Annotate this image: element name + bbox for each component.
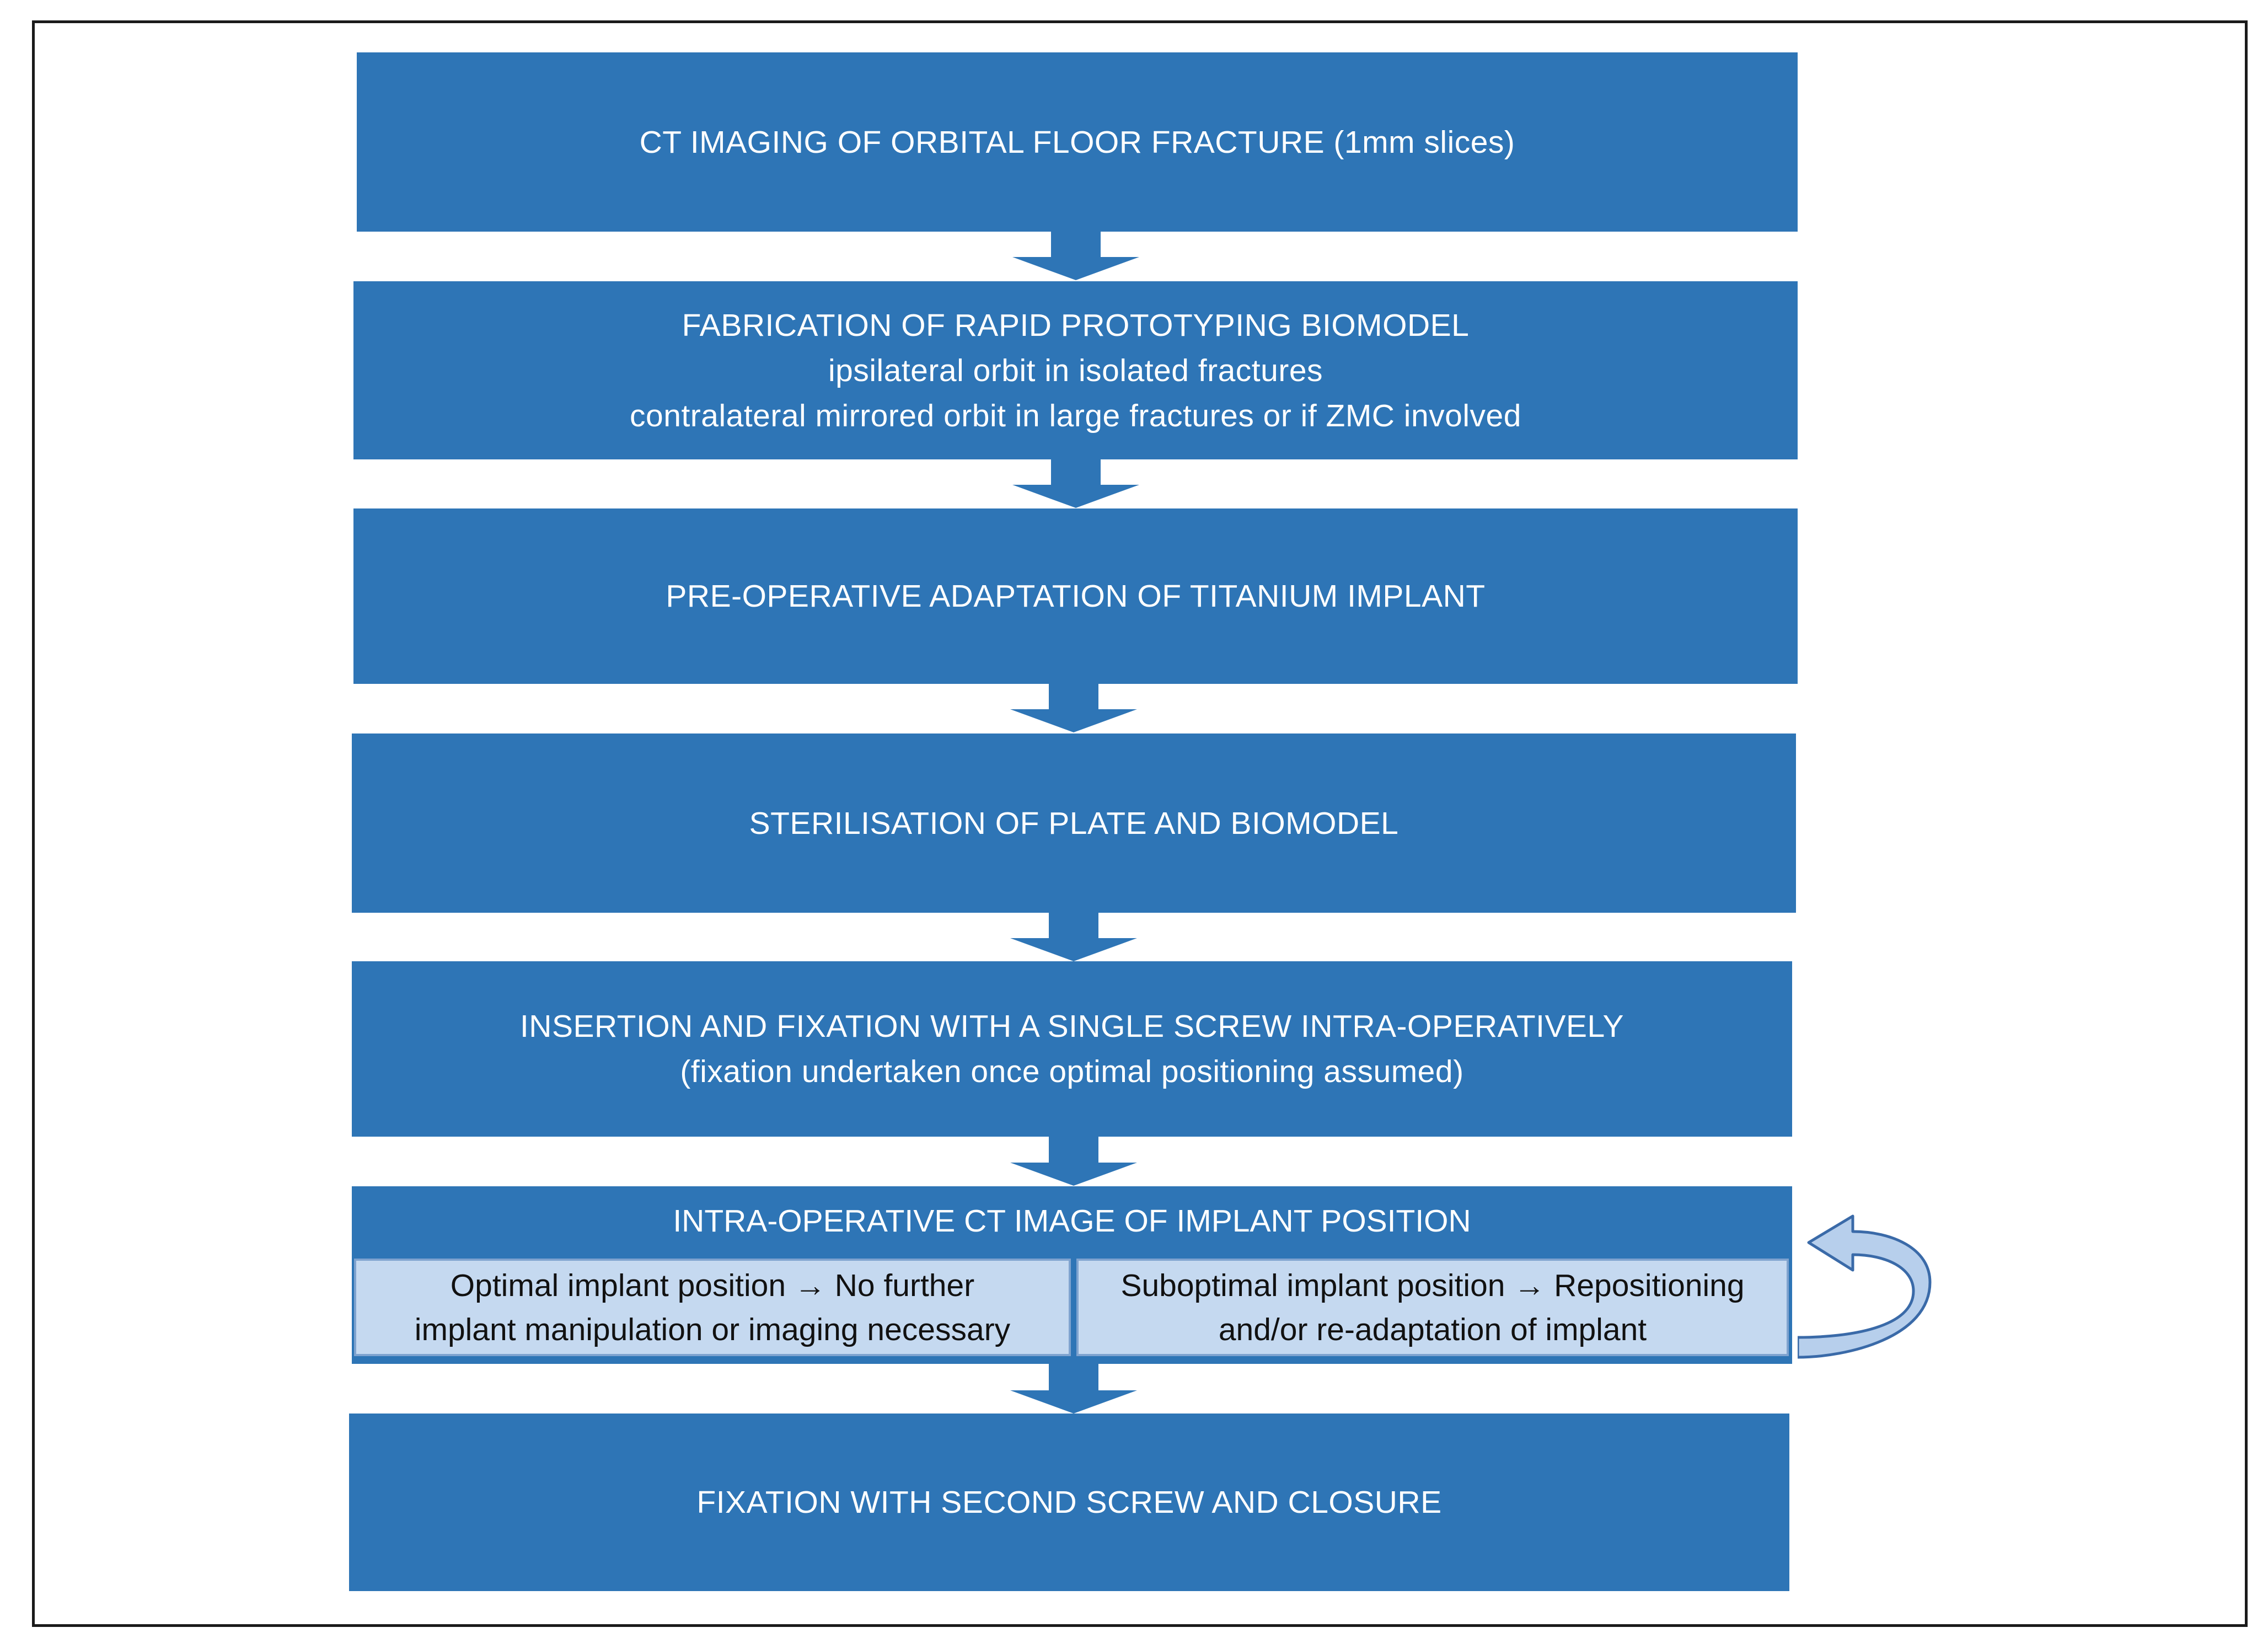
step-intraoperative-ct: INTRA-OPERATIVE CT IMAGE OF IMPLANT POSI… — [352, 1186, 1792, 1364]
step-biomodel-fabrication: FABRICATION OF RAPID PROTOTYPING BIOMODE… — [353, 281, 1798, 459]
flow-arrow-6 — [1010, 1364, 1137, 1414]
option-optimal-position: Optimal implant position → No further im… — [354, 1259, 1071, 1356]
step-implant-adaptation-line-1: PRE-OPERATIVE ADAPTATION OF TITANIUM IMP… — [666, 579, 1486, 614]
step-insertion-fixation-line-1: INSERTION AND FIXATION WITH A SINGLE SCR… — [519, 1009, 1624, 1044]
step-sterilisation-line-1: STERILISATION OF PLATE AND BIOMODEL — [749, 805, 1399, 841]
step-ct-imaging-line-1: CT IMAGING OF ORBITAL FLOOR FRACTURE (1m… — [639, 124, 1515, 160]
step-biomodel-fabrication-line-1: FABRICATION OF RAPID PROTOTYPING BIOMODE… — [682, 307, 1470, 343]
decision-title: INTRA-OPERATIVE CT IMAGE OF IMPLANT POSI… — [673, 1203, 1471, 1239]
flow-arrow-4 — [1010, 912, 1137, 961]
step-insertion-fixation-line-2: (fixation undertaken once optimal positi… — [680, 1054, 1464, 1089]
step-second-screw-closure: FIXATION WITH SECOND SCREW AND CLOSURE — [349, 1414, 1789, 1591]
step-second-screw-closure-line-1: FIXATION WITH SECOND SCREW AND CLOSURE — [696, 1485, 1442, 1520]
step-insertion-fixation: INSERTION AND FIXATION WITH A SINGLE SCR… — [352, 961, 1792, 1137]
step-ct-imaging: CT IMAGING OF ORBITAL FLOOR FRACTURE (1m… — [357, 52, 1798, 232]
flow-arrow-5 — [1010, 1136, 1137, 1186]
loop-back-arrow-icon — [1798, 1214, 1932, 1359]
step-implant-adaptation: PRE-OPERATIVE ADAPTATION OF TITANIUM IMP… — [353, 508, 1798, 684]
option-suboptimal-line-2: and/or re-adaptation of implant — [1218, 1311, 1647, 1347]
option-optimal-line-1: Optimal implant position → No further — [450, 1267, 975, 1303]
flow-arrow-1 — [1012, 231, 1139, 280]
flow-arrow-2 — [1012, 458, 1139, 508]
figure-frame — [32, 20, 2248, 1627]
option-suboptimal-position: Suboptimal implant position → Reposition… — [1076, 1259, 1789, 1356]
step-biomodel-fabrication-line-3: contralateral mirrored orbit in large fr… — [630, 398, 1521, 433]
flow-arrow-3 — [1010, 683, 1137, 732]
step-biomodel-fabrication-line-2: ipsilateral orbit in isolated fractures — [828, 352, 1323, 388]
option-optimal-line-2: implant manipulation or imaging necessar… — [414, 1311, 1011, 1347]
step-sterilisation: STERILISATION OF PLATE AND BIOMODEL — [352, 734, 1796, 913]
option-suboptimal-line-1: Suboptimal implant position → Reposition… — [1120, 1267, 1745, 1303]
